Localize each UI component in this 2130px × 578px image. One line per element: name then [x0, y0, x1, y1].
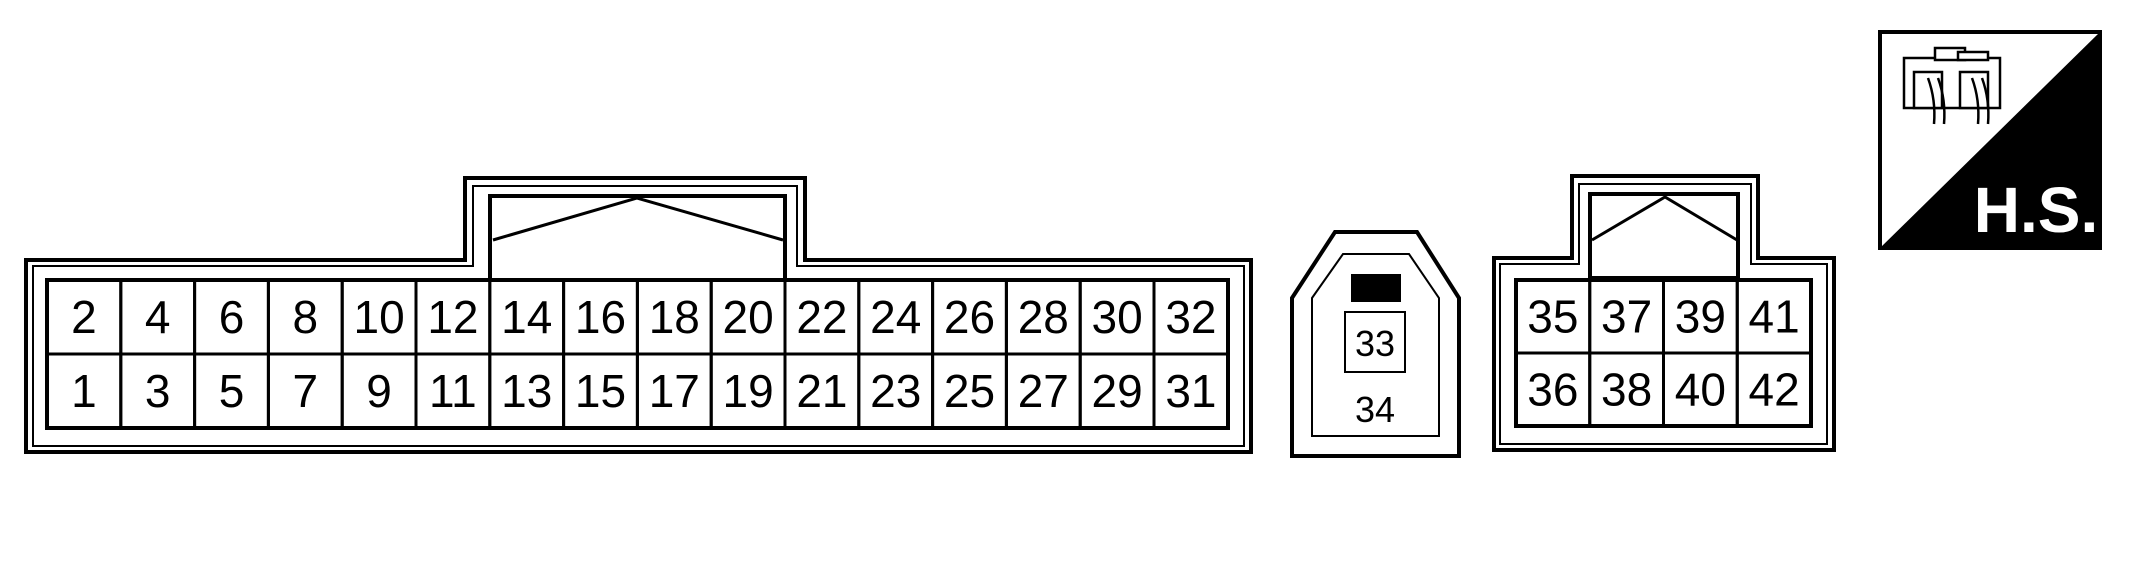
connector-b-pin-33-box	[1344, 311, 1406, 373]
connector-a-pin-28: 28	[1018, 291, 1069, 343]
connector-c-pin-37: 37	[1601, 291, 1652, 343]
connector-c-pin-38: 38	[1601, 364, 1652, 416]
connector-c-inner-housing	[1499, 183, 1828, 445]
connector-c-pin-35: 35	[1527, 291, 1578, 343]
connector-a-pin-18: 18	[649, 291, 700, 343]
connector-c-lock-tab	[1588, 192, 1740, 280]
connector-c-outer-housing	[1492, 174, 1836, 452]
connector-a-pin-9: 9	[366, 365, 392, 417]
connector-a-pin-30: 30	[1092, 291, 1143, 343]
connector-a-pin-cell-31	[1152, 352, 1230, 430]
connector-a-pin-32: 32	[1165, 291, 1216, 343]
connector-a-pin-1: 1	[71, 365, 97, 417]
connector-a-pin-16: 16	[575, 291, 626, 343]
connector-a-pin-14: 14	[501, 291, 552, 343]
connector-a-pin-12: 12	[427, 291, 478, 343]
connector-a-pin-5: 5	[219, 365, 245, 417]
connector-a-pin-2: 2	[71, 291, 97, 343]
connector-a-pin-24: 24	[870, 291, 921, 343]
connector-a-inner-housing	[32, 185, 1245, 447]
connector-a-pin-3: 3	[145, 365, 171, 417]
connector-a-lock-ramp	[492, 196, 784, 242]
connector-a-pin-11: 11	[429, 365, 477, 417]
connector-a-pin-25: 25	[944, 365, 995, 417]
connector-b-pin-33: 33	[1355, 323, 1395, 364]
connector-c-pin-36: 36	[1527, 364, 1578, 416]
connector-c-pin-42: 42	[1749, 364, 1800, 416]
connector-a-pin-29: 29	[1092, 365, 1143, 417]
connector-harness-side-icon	[1902, 46, 2002, 125]
connector-a-pin-26: 26	[944, 291, 995, 343]
connector-c-pin-41: 41	[1749, 291, 1800, 343]
hs-badge: H.S.	[1878, 30, 2102, 250]
connector-b-outer-housing	[1290, 230, 1461, 458]
connector-a-lock-tab	[488, 194, 787, 282]
connector-a-pin-15: 15	[575, 365, 626, 417]
connector-a-pin-22: 22	[796, 291, 847, 343]
connector-a-outer-housing	[24, 176, 1253, 454]
connector-b-latch	[1351, 274, 1401, 302]
connector-a-pin-23: 23	[870, 365, 921, 417]
connector-c-pin-grid: 35 37 39 41 36 38 40 42	[1514, 278, 1813, 428]
connector-a-pin-19: 19	[723, 365, 774, 417]
connector-a-pin-13: 13	[501, 365, 552, 417]
connector-a-pin-31: 31	[1165, 365, 1216, 417]
connector-a-pin-27: 27	[1018, 365, 1069, 417]
connector-a-pin-17: 17	[649, 365, 700, 417]
connector-a-pin-21: 21	[796, 365, 847, 417]
connector-c-lock-ramp	[1591, 195, 1738, 242]
connector-b-pin-34: 34	[1355, 389, 1395, 430]
connector-a-pin-6: 6	[219, 291, 245, 343]
connector-c-pin-cell-42	[1735, 351, 1813, 428]
connector-c-pin-39: 39	[1675, 291, 1726, 343]
connector-c: 35 37 39 41 36 38 40 42	[1492, 174, 1836, 452]
connector-c-pin-40: 40	[1675, 364, 1726, 416]
hs-badge-black-triangle	[1880, 32, 2100, 248]
connector-b	[1290, 230, 1461, 458]
connector-a-pin-7: 7	[293, 365, 319, 417]
connector-b-inner-housing	[1311, 253, 1440, 437]
connector-a-pin-10: 10	[354, 291, 405, 343]
connector-a-pin-8: 8	[293, 291, 319, 343]
connector-a-pin-4: 4	[145, 291, 171, 343]
connector-a-pin-20: 20	[723, 291, 774, 343]
hs-badge-label: H.S.	[1974, 174, 2098, 246]
